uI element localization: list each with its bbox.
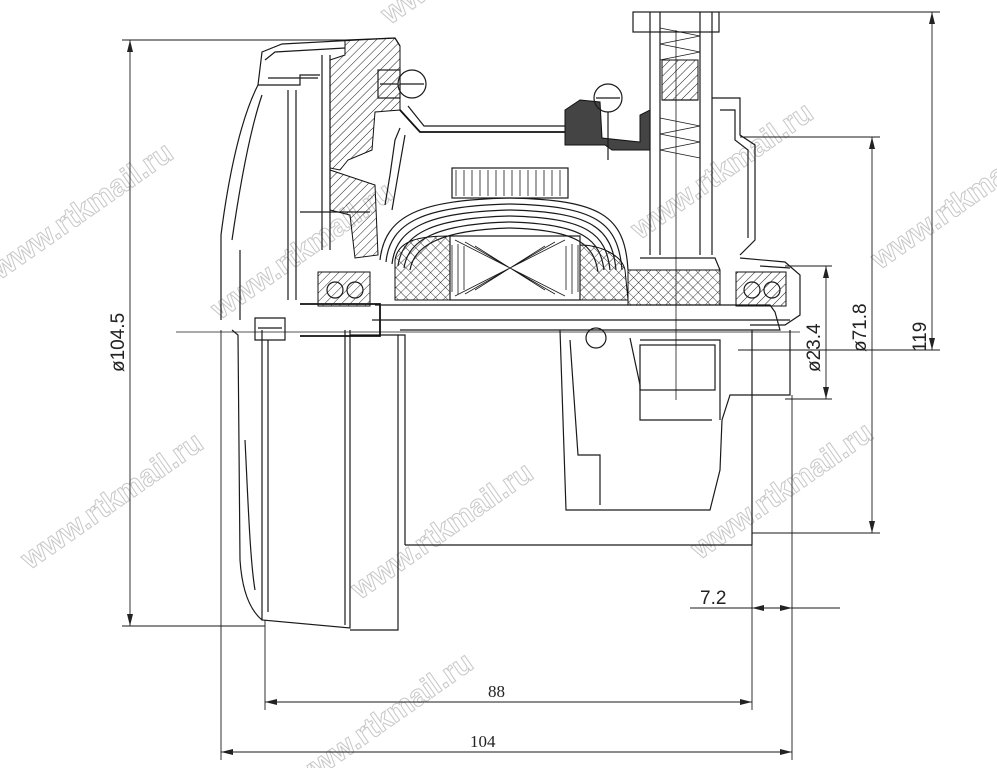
watermark-text: www.rtkmail.ru xyxy=(14,426,209,576)
dim-label-height: 119 xyxy=(910,322,931,352)
fan-housing xyxy=(220,37,406,631)
watermark-text: www.rtkmail.ru xyxy=(374,0,569,31)
watermark-text: www.rtkmail.ru xyxy=(284,646,479,768)
shaft-assembly xyxy=(300,257,801,337)
dim-label-d-outer: ø104.5 xyxy=(108,313,129,372)
dim-label-d-shaft: ø23.4 xyxy=(804,323,825,372)
dim-label-offset: 7.2 xyxy=(700,588,726,609)
armature xyxy=(379,167,629,301)
top-bracket xyxy=(300,37,427,259)
dim-label-width-inner: 88 xyxy=(488,682,505,701)
watermark-text: www.rtkmail.ru xyxy=(344,456,539,606)
brush-holder xyxy=(564,11,756,400)
watermark-text: www.rtkmail.ru xyxy=(864,126,997,276)
dimension-labels: ø104.5 119 ø71.8 ø23.4 7.2 88 104 xyxy=(108,303,931,751)
watermark-text: www.rtkmail.ru xyxy=(0,136,179,286)
dim-label-d-mid: ø71.8 xyxy=(850,303,871,352)
extension-lines xyxy=(122,11,940,760)
dimension-lines xyxy=(127,12,935,755)
terminal-box xyxy=(405,327,791,546)
watermark-text: www.rtkmail.ru xyxy=(624,96,819,246)
dim-label-width-total: 104 xyxy=(470,732,496,751)
watermark-text: www.rtkmail.ru xyxy=(684,416,879,566)
